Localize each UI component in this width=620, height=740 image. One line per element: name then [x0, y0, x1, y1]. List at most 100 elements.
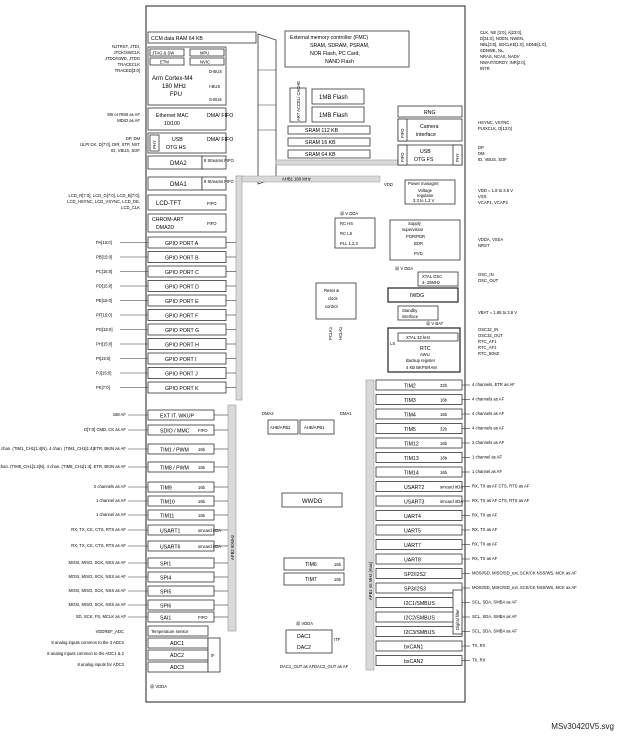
gpio-port-label: GPIO PORT G: [165, 328, 199, 334]
dma2-label: DMA2: [170, 161, 187, 167]
rtc-pins-text: OSC32_OUT: [478, 333, 503, 338]
supply-pins-text: NRST: [478, 243, 490, 248]
apb1-peripheral-box: [375, 394, 463, 405]
apb2-pin-label: 2 channels as AF: [94, 484, 127, 489]
apb1-pin-label: MOSI/SD, MISO/SD_ext, SCK/CK NSS/WS, MCK…: [472, 571, 577, 576]
ccm-ram-box: [147, 31, 257, 44]
apb2-peripheral-tag: 16b: [198, 447, 206, 452]
apb1-pin-label: RX, TX as AF: [472, 513, 498, 518]
sram-16-label: SRAM 16 KB: [305, 140, 336, 146]
rng-box: [397, 105, 463, 118]
usb-hs-dma: DMA/ FIFO: [207, 137, 233, 143]
top-left-pins-text: TRACECLK: [118, 62, 141, 67]
usbfs-pins-text: DM: [478, 151, 485, 156]
mpu-box: [189, 48, 225, 57]
pwr-pins-text: VSS: [478, 194, 487, 199]
ahbapb2-label: AHB/APB2: [270, 425, 291, 430]
apb2-peripheral-label: SPI1: [160, 562, 171, 568]
apb1-pin-label: MOSI/SD, MISO/SD_ext, SCK/CK NSS/WS, MCK…: [472, 585, 577, 590]
reset-label: Reset &: [324, 288, 339, 293]
rc-box: [334, 217, 376, 249]
top-left-pins-text: JTDO/SWD, JTDO: [105, 56, 141, 61]
apb1-peripheral-tag: 16b: [440, 470, 448, 475]
xtal32-label: XTAL 32 kHz: [406, 335, 430, 340]
etm-box: [149, 57, 185, 66]
adc-if-box: [207, 637, 221, 673]
cortex-core-box: [147, 46, 227, 106]
fmc-pins-text: INTR: [480, 66, 490, 71]
backup-label: Backup register: [406, 358, 436, 363]
adc-pins-text: 8 analog inputs for ADC3: [77, 662, 124, 667]
apb1-peripheral-tag: 32b: [440, 383, 448, 388]
supply-pins-text: VDDA, VSSA: [478, 237, 503, 242]
apb2-peripheral-box: [147, 557, 215, 569]
dma2-streams: 8 Streams FIFO: [204, 158, 235, 163]
gpio-pin-label: PF[15:0]: [96, 313, 112, 318]
ahb-apb2-bridge: [267, 419, 299, 435]
dma1-label: DMA1: [170, 182, 187, 188]
apb2-peripheral-label: SPI6: [160, 604, 171, 610]
apb2-bus: [227, 404, 237, 632]
rc-ls: RC LS: [340, 231, 353, 236]
osc-label: XTAL OSC: [422, 274, 442, 279]
standby-interface: interface: [402, 314, 419, 319]
cam-pins-text: PUIXCLK, D[13:0]: [478, 126, 512, 131]
art-accel-box: [289, 87, 307, 123]
gpio-port-label: GPIO PORT H: [165, 343, 199, 349]
ibus-label: I-BUS: [209, 84, 220, 89]
apb2-peripheral-label: TIM9: [160, 486, 172, 492]
apb1-pin-label: RX, TX as AF CTS, RTS as AF: [472, 498, 530, 503]
apb1-peripheral-label: TIM2: [404, 384, 416, 390]
etm-label: ETM: [160, 60, 169, 65]
wwdg-label: WWDG: [302, 499, 323, 505]
fmc-pins-text: NWAIT/IORDY, INR[2:0],: [480, 60, 526, 65]
usb-fs-phy: PHY: [455, 153, 460, 162]
apb2-peripheral-label: SAI1: [160, 616, 171, 622]
pclk-label: PCLKx: [328, 326, 333, 340]
lcd-fifo: FIFO: [207, 201, 217, 206]
flash-box-2: [311, 106, 365, 123]
iwdg-label: IWDG: [410, 293, 424, 299]
apb1-bus: [365, 379, 375, 671]
flash-label-1: 1MB Flash: [319, 95, 348, 101]
standby-box: [397, 305, 439, 321]
core-fpu: FPU: [170, 92, 182, 98]
apb2-peripheral-box: [147, 585, 215, 597]
fmc-pins-text: SDNWE, NL,: [480, 48, 504, 53]
nvic-box: [189, 57, 225, 66]
fmc-line-1: External memory controller (FMC): [290, 35, 368, 41]
rtc-pins-text: RTC_AF1: [478, 339, 497, 344]
sram-112-label: SRAM 112 KB: [305, 128, 339, 134]
apb1-peripheral-tag: 16b: [440, 412, 448, 417]
apb1-peripheral-tag: smcard irDA: [440, 499, 463, 504]
adc-pins-text: VDDREF_ADC: [96, 629, 124, 634]
fmc-pins-text: NBL[3:0], SDCLKE[1:0], SDNE[1:0],: [480, 42, 547, 47]
clock-label: clock: [328, 296, 338, 301]
apb1-pin-label: SCL, SDA, SMBA as AF: [472, 629, 517, 634]
apb1-label: APB1 45 MHz (max): [368, 561, 373, 600]
apb1-peripheral-label: I2C2/SMBUS: [404, 616, 435, 622]
figure-id: MSv30420V5.svg: [551, 722, 614, 731]
apb1-peripheral-box: [375, 408, 463, 420]
gpio-port-label: GPIO PORT F: [165, 314, 198, 320]
apb1-pin-label: 4 channels as AF: [472, 397, 505, 402]
apb2-peripheral-label: USART6: [160, 545, 180, 551]
apb1-peripheral-label: bxCAN1: [404, 645, 423, 651]
adc-pins-text: 8 analog inputs common to the ADC1 & 2: [47, 651, 124, 656]
apb2-pin-label: 1 channel as AF: [96, 498, 126, 503]
gpio-pin-label: PA[15:0]: [96, 240, 112, 245]
fmc-pins-text: D[31:0], NOEN, NWEN,: [480, 36, 524, 41]
xtal32-box: [397, 332, 459, 342]
apb2-peripheral-tag: smcard irDA: [198, 528, 221, 533]
apb2-pin-label: 168 AF: [113, 412, 127, 417]
dbus-label: D-BUS: [209, 69, 222, 74]
iwdg-box: [387, 287, 459, 303]
gpio-pin-label: PD[15:0]: [96, 284, 112, 289]
temp-sensor-box: [147, 625, 209, 637]
usbhs-pins-text: ULPI:CK, D[7:0], DIR, STP, NXT: [80, 142, 140, 147]
apb1-peripheral-label: bxCAN2: [404, 659, 423, 665]
usbfs-pins-text: ID, VBUS, SOF: [478, 157, 507, 162]
apb1-peripheral-label: I2C1/SMBUS: [404, 601, 435, 607]
mpu-label: MPU: [200, 51, 209, 56]
